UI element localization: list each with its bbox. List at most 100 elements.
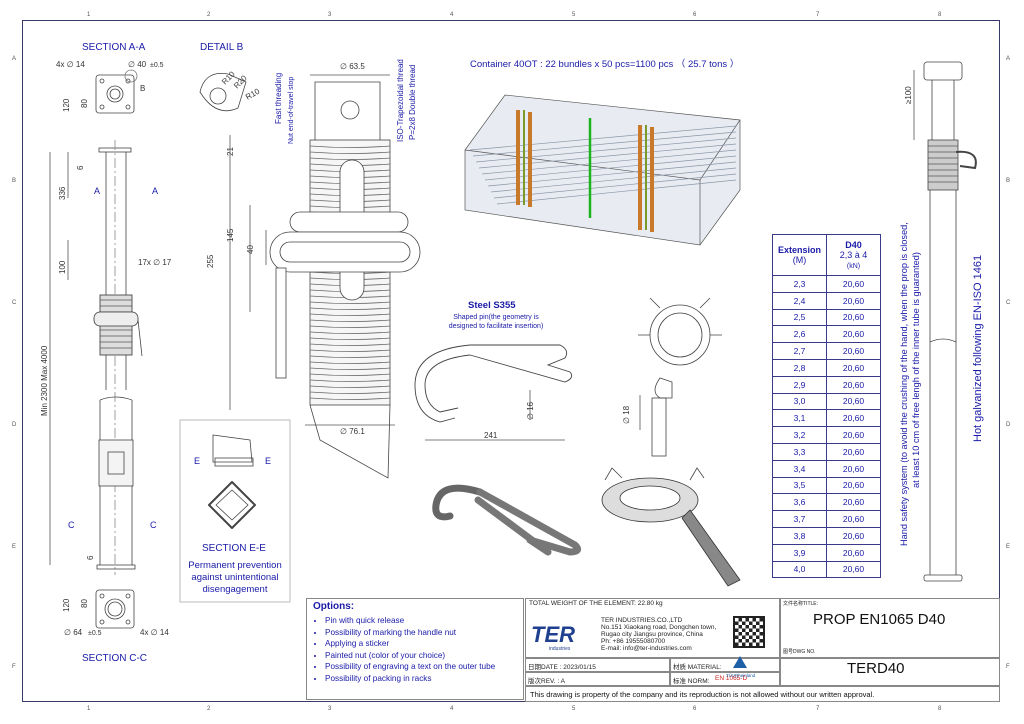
company-address-2: Rugao city Jiangsu province, China <box>601 631 703 638</box>
thread-pitch-label: P=2x8 Double thread <box>408 64 417 140</box>
extension-cell: 2,3 <box>772 275 827 293</box>
bundle-rod <box>478 143 737 169</box>
load-cell: 20,60 <box>826 409 881 428</box>
load-cell: 20,60 <box>826 325 881 344</box>
section-aa-tolerance: ±0.5 <box>150 62 164 69</box>
left-dim-100: 100 <box>58 260 67 274</box>
zone-row-D: D <box>1006 422 1011 428</box>
left-dim-336: 336 <box>58 186 67 200</box>
extension-cell: 2,6 <box>772 325 827 344</box>
section-aa-dim-80: 80 <box>80 99 89 108</box>
hand-safety-note-line1: Hand safety system (to avoid the crushin… <box>899 222 909 546</box>
section-aa-dim-120: 120 <box>62 98 71 112</box>
load-cell: 20,60 <box>826 560 881 579</box>
load-cell: 20,60 <box>826 476 881 495</box>
section-cc-title: SECTION C-C <box>82 653 147 664</box>
extension-cell: 4,0 <box>772 560 827 579</box>
pin-material-title: Steel S355 <box>468 300 516 311</box>
section-e-marker-left: E <box>194 456 201 466</box>
thread-dim-21: 21 <box>226 147 235 156</box>
section-ee-title: SECTION E-E <box>202 543 266 554</box>
zone-row-C: C <box>12 300 17 306</box>
section-a-marker-left: A <box>94 186 101 196</box>
load-cell: 20,60 <box>826 358 881 377</box>
drawing-frame <box>22 20 1000 702</box>
right-dim-100: ≥100 <box>904 86 913 104</box>
drawing-title: PROP EN1065 D40 <box>813 611 946 628</box>
company-logo: TER <box>531 622 575 647</box>
zone-col-8: 8 <box>938 12 942 18</box>
fast-threading-label: Fast threading <box>274 72 283 124</box>
options-list: Pin with quick releasePossibility of mar… <box>313 615 517 685</box>
nut-stop-label: Nut end-of-travel stop <box>288 76 295 144</box>
zone-col-7: 7 <box>816 12 820 18</box>
section-cc-dim-120: 120 <box>62 598 71 612</box>
title-label: 文件名称TITLE: <box>783 601 819 607</box>
extension-cell: 2,4 <box>772 291 827 310</box>
section-a-marker-right: A <box>152 186 159 196</box>
section-aa-detail-marker: B <box>140 84 146 93</box>
thread-od-dim: ∅ 63.5 <box>340 62 365 71</box>
extension-cell: 3,7 <box>772 510 827 528</box>
section-aa-title: SECTION A-A <box>82 42 146 53</box>
extension-cell: 3,9 <box>772 543 827 562</box>
zone-row-B: B <box>1006 178 1011 184</box>
option-item: Possibility of marking the handle nut <box>325 627 517 639</box>
tuv-logo-icon <box>733 656 747 668</box>
company-address-1: No.151 Xiaokang road, Dongchen town, <box>601 624 717 631</box>
left-dim-6-bottom: 6 <box>86 555 95 560</box>
extension-cell: 3,4 <box>772 459 827 478</box>
extension-cell: 3,2 <box>772 426 827 444</box>
total-weight: TOTAL WEIGHT OF THE ELEMENT: 22.80 kg <box>529 600 663 607</box>
load-cell: 20,60 <box>826 426 881 444</box>
qr-code-icon <box>733 616 765 648</box>
section-cc-tolerance: ±0.5 <box>88 630 102 637</box>
zone-col-6: 6 <box>693 12 697 18</box>
norm-label: 标准 NORM: <box>673 678 710 685</box>
section-ee-note: Permanent prevention against unintention… <box>188 560 282 595</box>
container-note: Container 40OT : 22 bundles x 50 pcs=110… <box>470 59 740 70</box>
load-cell: 20,60 <box>826 308 881 327</box>
zone-row-B: B <box>12 178 17 184</box>
load-cell: 20,60 <box>826 510 881 528</box>
drawing-date: 日期DATE : 2023/01/15 <box>528 664 596 671</box>
dwg-label: 图号DWG NO. <box>783 649 816 655</box>
extension-cell: 2,8 <box>772 358 827 377</box>
zone-row-F: F <box>12 664 16 670</box>
section-c-marker-left: C <box>68 520 75 530</box>
load-cell: 20,60 <box>826 275 881 293</box>
option-item: Possibility of engraving a text on the o… <box>325 661 517 673</box>
option-item: Applying a sticker <box>325 638 517 650</box>
extension-cell: 3,3 <box>772 442 827 461</box>
company-phone: Ph: +86 19555080700 <box>601 638 666 645</box>
zone-row-E: E <box>1006 544 1011 550</box>
zone-col-4: 4 <box>450 12 454 18</box>
prop-length-range: Min 2300 Max 4000 <box>40 345 49 416</box>
section-cc-dim-80: 80 <box>80 599 89 608</box>
zone-row-D: D <box>12 422 17 428</box>
thread-dim-145: 145 <box>226 228 235 242</box>
options-box: Options: Pin with quick releasePossibili… <box>306 598 524 700</box>
load-cell: 20,60 <box>826 442 881 461</box>
material-label: 材质 MATERIAL: <box>673 664 722 671</box>
load-cell: 20,60 <box>826 392 881 411</box>
nut-handle-diameter: ∅ 18 <box>622 405 631 424</box>
company-name: TER INDUSTRIES.CO.,LTD <box>601 617 683 624</box>
hand-safety-note-line2: at least 10 cm of free lengh of the inne… <box>911 252 921 488</box>
holes-dim: 17x ∅ 17 <box>138 258 172 267</box>
section-aa-hole-dim: 4x ∅ 14 <box>56 60 85 69</box>
options-title: Options: <box>313 601 355 612</box>
